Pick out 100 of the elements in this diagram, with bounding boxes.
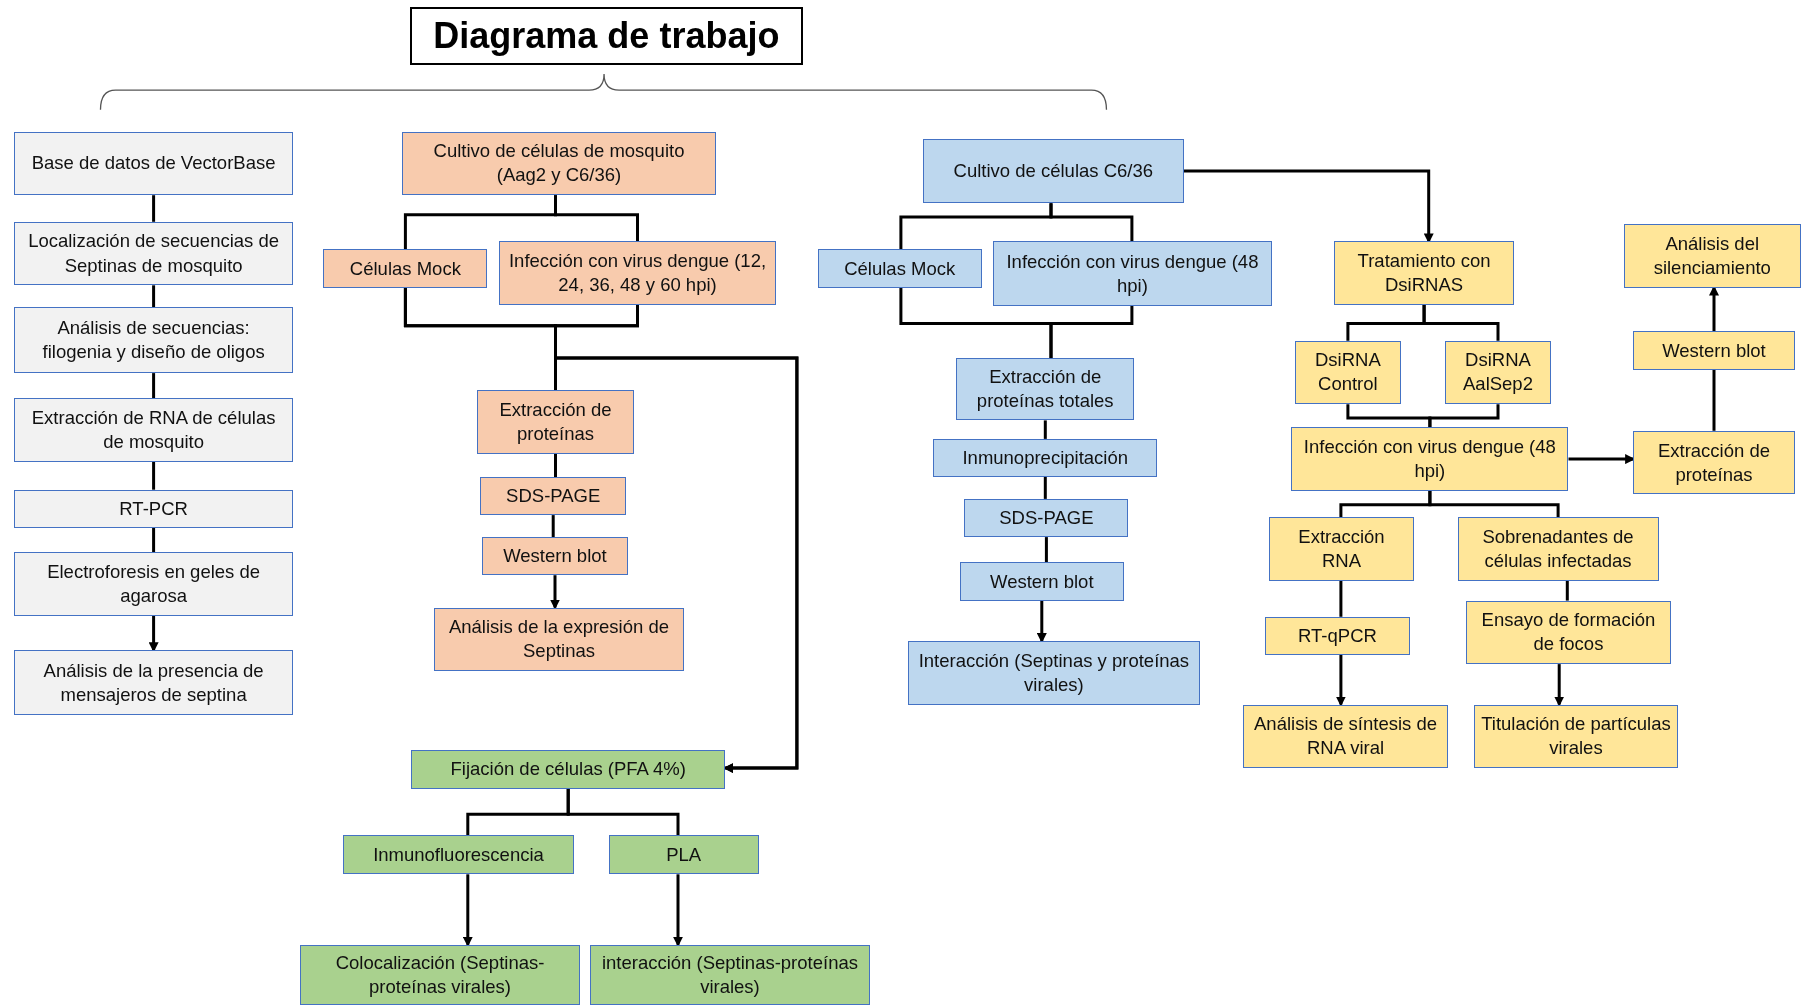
- connector-line: [566, 788, 680, 835]
- process-box: [1457, 517, 1659, 581]
- box-label: interacción (Septinas-proteínas virales): [600, 950, 859, 999]
- process-box: [922, 138, 1184, 204]
- box-label: Células Mock: [349, 256, 461, 281]
- arrow: [1335, 654, 1346, 707]
- process-box: [13, 131, 294, 196]
- process-box: [434, 607, 684, 672]
- connector-line: [1428, 404, 1500, 428]
- box-label: Análisis de la presencia de mensajeros de septina: [42, 658, 265, 707]
- box-label: RT-qPCR: [1298, 623, 1377, 648]
- process-box: [1334, 241, 1515, 305]
- connector-line: [1049, 203, 1134, 242]
- process-box: [1291, 427, 1569, 491]
- connector-line: [1049, 306, 1134, 358]
- process-box: [13, 398, 294, 462]
- box-label: Análisis de secuencias: filogenia y diseño de oligos: [41, 316, 266, 365]
- box-label: Western blot: [503, 544, 607, 569]
- connector-line: [1428, 490, 1560, 518]
- process-box: [13, 307, 294, 374]
- process-box: [477, 390, 635, 454]
- connector-line: [152, 195, 156, 222]
- connector-line: [1044, 537, 1048, 563]
- box-label: Extracción de RNA de células de mosquito: [30, 406, 277, 455]
- connector-line: [554, 453, 557, 477]
- process-box: [13, 489, 294, 528]
- box-label: SDS-PAGE: [999, 505, 1094, 530]
- box-label: Base de datos de VectorBase: [31, 151, 276, 176]
- process-box: [993, 241, 1272, 307]
- box-label: SDS-PAGE: [506, 484, 601, 509]
- process-box: [411, 749, 726, 789]
- process-box: [13, 552, 294, 616]
- box-label: PLA: [666, 842, 702, 867]
- connector-line: [1339, 581, 1343, 617]
- process-box: [481, 537, 629, 576]
- arrow: [1036, 600, 1047, 643]
- box-label: Electroforesis en geles de agarosa: [46, 559, 262, 608]
- process-box: [1444, 340, 1552, 405]
- process-box: [401, 131, 717, 196]
- process-box: [323, 249, 488, 288]
- box-label: Inmunofluorescencia: [373, 842, 544, 867]
- process-box: [13, 650, 294, 715]
- connector-line: [152, 285, 156, 308]
- connector-line: [1043, 477, 1047, 499]
- box-label: RT-PCR: [119, 496, 188, 521]
- process-box: [1473, 704, 1679, 769]
- box-label: Titulación de partículas virales: [1480, 712, 1672, 761]
- box-label: DsiRNA AalSep2: [1462, 348, 1534, 397]
- connector-line: [1565, 581, 1569, 601]
- box-label: Sobrenadantes de células infectadas: [1481, 525, 1635, 574]
- box-label: Infección con virus dengue (12, 24, 36, 48 y 60 hpi): [507, 249, 768, 298]
- box-label: Extracción de proteínas: [498, 398, 613, 447]
- process-box: [13, 221, 294, 286]
- process-box: [959, 562, 1124, 601]
- process-box: [1264, 616, 1411, 655]
- box-label: Colocalización (Septinas-proteínas virales): [334, 950, 546, 999]
- box-label: Localización de secuencias de Septinas de mosquito: [27, 229, 281, 278]
- process-box: [956, 358, 1135, 421]
- arrow: [673, 874, 683, 947]
- box-label: Células Mock: [844, 256, 956, 281]
- box-label: DsiRNA Control: [1313, 348, 1382, 397]
- process-box: [964, 498, 1129, 538]
- box-label: Infección con virus dengue (48 hpi): [1302, 435, 1557, 484]
- box-label: Infección con virus dengue (48 hpi): [1005, 249, 1260, 298]
- box-label: Extracción RNA: [1297, 525, 1386, 574]
- box-label: Cultivo de células de mosquito (Aag2 y C6/36): [432, 139, 686, 188]
- box-label: Interacción (Septinas y proteínas virales): [917, 648, 1191, 697]
- process-box: [608, 835, 759, 875]
- connector-line: [1712, 369, 1716, 431]
- box-label: Inmunoprecipitación: [962, 445, 1129, 470]
- box-label: Análisis del silenciamiento: [1652, 231, 1772, 280]
- process-box: [1623, 224, 1801, 288]
- process-box: [1465, 600, 1672, 665]
- arrow: [1554, 664, 1565, 707]
- box-label: Análisis de la expresión de Septinas: [447, 615, 671, 664]
- process-box: [498, 241, 777, 305]
- process-box: [907, 641, 1200, 705]
- connector-line: [152, 527, 156, 553]
- box-label: Western blot: [1662, 338, 1766, 363]
- box-label: Análisis de síntesis de RNA viral: [1253, 712, 1439, 761]
- process-box: [817, 249, 982, 288]
- process-box: [300, 944, 580, 1005]
- process-box: [1242, 704, 1449, 769]
- process-box: [1633, 430, 1795, 495]
- arrow: [550, 575, 560, 610]
- connector-line: [152, 462, 156, 490]
- connector-line: [554, 195, 639, 242]
- box-label: Cultivo de células C6/36: [953, 158, 1154, 183]
- box-label: Western blot: [990, 569, 1094, 594]
- connector-line: [551, 515, 555, 538]
- process-box: [1633, 331, 1795, 370]
- box-label: Extracción de proteínas: [1656, 438, 1771, 487]
- connector-line: [1422, 304, 1500, 341]
- box-label: Fijación de células (PFA 4%): [450, 757, 686, 782]
- process-box: [933, 438, 1158, 477]
- arrow: [462, 874, 473, 947]
- process-box: [480, 477, 626, 516]
- process-box: [1294, 340, 1401, 405]
- process-box: [590, 944, 870, 1005]
- process-box: [1269, 517, 1414, 581]
